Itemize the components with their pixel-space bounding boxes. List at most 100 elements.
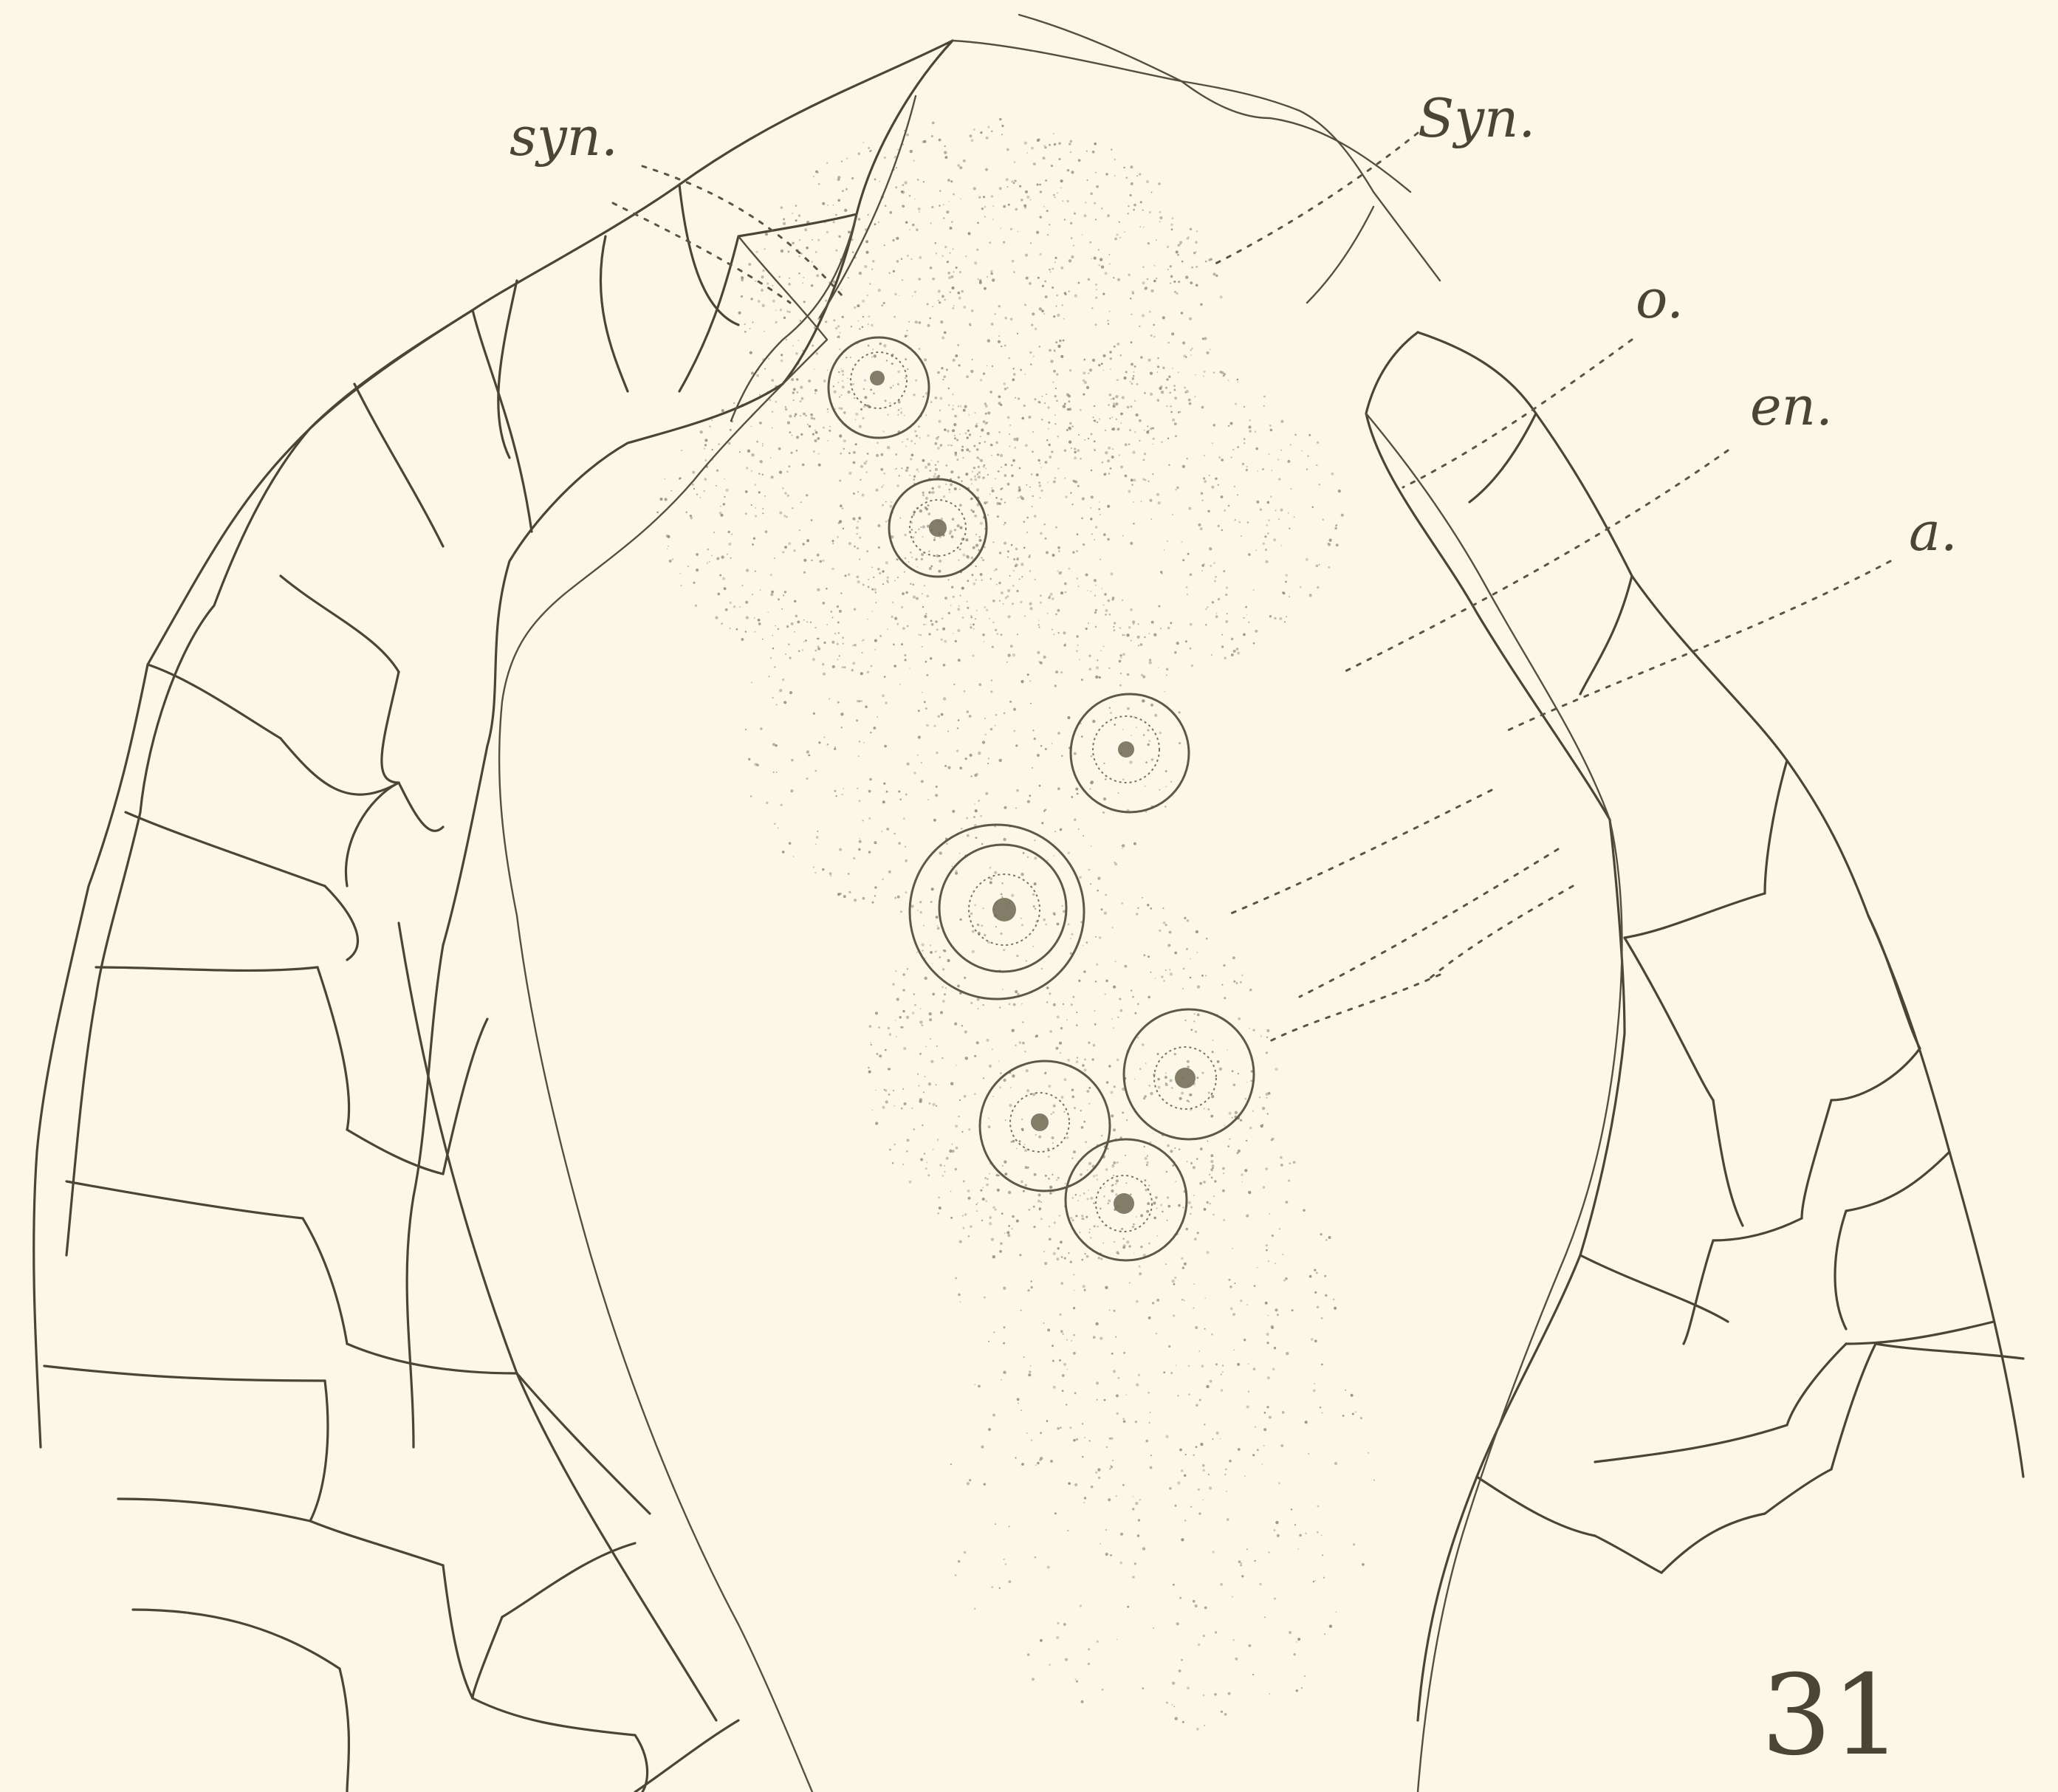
stipple-dot (1198, 523, 1201, 526)
stipple-dot (997, 633, 999, 635)
stipple-dot (984, 422, 987, 425)
stipple-dot (1040, 745, 1043, 747)
stipple-dot (1234, 486, 1235, 487)
stipple-dot (1221, 495, 1224, 498)
stipple-dot (902, 989, 905, 991)
stipple-dot (1226, 586, 1228, 588)
stipple-dot (1111, 1189, 1114, 1192)
stipple-dot (888, 871, 891, 873)
stipple-dot (1112, 397, 1114, 399)
stipple-dot (1252, 1674, 1254, 1675)
stipple-dot (906, 1016, 909, 1019)
stipple-dot (1135, 1012, 1137, 1015)
stipple-dot (815, 251, 817, 253)
stipple-dot (1249, 1644, 1252, 1647)
stipple-dot (1012, 1215, 1015, 1218)
stipple-dot (1029, 607, 1032, 610)
stipple-dot (1144, 287, 1147, 290)
stipple-dot (985, 168, 988, 171)
stipple-dot (1115, 1183, 1117, 1185)
stipple-dot (1095, 172, 1097, 174)
stipple-dot (842, 374, 844, 376)
stipple-dot (1052, 1136, 1054, 1139)
stipple-dot (1004, 524, 1005, 526)
stipple-dot (772, 697, 773, 698)
stipple-dot (943, 664, 946, 667)
stipple-dot (1240, 1564, 1242, 1566)
stipple-dot (1260, 509, 1262, 511)
stipple-dot (768, 358, 769, 360)
stipple-dot (1103, 797, 1106, 800)
stipple-dot (1020, 601, 1022, 603)
stipple-dot (957, 727, 959, 729)
stipple-dot (1275, 1068, 1278, 1071)
stipple-dot (791, 759, 793, 761)
stipple-dot (833, 221, 835, 223)
stipple-dot (1111, 1438, 1113, 1440)
stipple-dot (1177, 244, 1180, 247)
stipple-dot (1032, 312, 1035, 315)
stipple-dot (987, 1178, 989, 1181)
stipple-dot (1268, 519, 1270, 521)
stipple-dot (1334, 1462, 1337, 1465)
stipple-dot (1032, 451, 1034, 453)
stipple-dot (1082, 1064, 1084, 1066)
stipple-dot (1049, 349, 1052, 352)
stipple-dot (693, 582, 695, 584)
stipple-dot (848, 891, 851, 893)
stipple-dot (1115, 402, 1118, 405)
stipple-dot (887, 577, 889, 579)
stipple-dot (960, 405, 961, 406)
stipple-dot (806, 494, 808, 496)
stipple-dot (1027, 856, 1029, 858)
stipple-dot (840, 592, 842, 594)
stipple-dot (1095, 609, 1097, 611)
stipple-dot (1212, 601, 1214, 603)
stipple-dot (1170, 283, 1171, 284)
stipple-dot (1191, 267, 1193, 269)
stipple-dot (1222, 1167, 1225, 1170)
stipple-dot (1323, 519, 1325, 521)
stipple-dot (868, 851, 871, 853)
stipple-dot (1001, 591, 1004, 594)
stipple-dot (1055, 614, 1057, 616)
stipple-dot (1139, 1266, 1141, 1268)
stipple-dot (1221, 371, 1224, 374)
stipple-dot (1062, 304, 1063, 306)
stipple-dot (902, 184, 905, 186)
stipple-dot (933, 539, 936, 541)
stipple-dot (798, 255, 800, 257)
stipple-dot (977, 278, 979, 281)
stipple-dot (816, 836, 819, 839)
stipple-dot (840, 893, 842, 895)
stipple-dot (1064, 1078, 1067, 1081)
stipple-dot (860, 838, 861, 840)
stipple-dot (914, 443, 916, 444)
stipple-dot (784, 492, 786, 494)
stipple-dot (1142, 897, 1143, 899)
stipple-dot (1021, 680, 1023, 683)
stipple-dot (972, 471, 973, 473)
stipple-dot (1046, 439, 1048, 441)
stipple-dot (765, 530, 768, 533)
stipple-dot (1150, 289, 1153, 292)
stipple-dot (1081, 1215, 1083, 1217)
stipple-dot (1274, 1529, 1276, 1531)
stipple-dot (741, 276, 744, 279)
stipple-dot (834, 633, 837, 635)
stipple-dot (1105, 1187, 1106, 1188)
stipple-dot (820, 560, 823, 563)
stipple-dot (1117, 343, 1119, 346)
stipple-dot (1004, 382, 1006, 385)
stipple-dot (1134, 1562, 1136, 1565)
stipple-dot (999, 600, 1001, 602)
stipple-dot (859, 537, 861, 539)
stipple-dot (976, 249, 978, 251)
stipple-dot (1131, 735, 1132, 736)
stipple-dot (786, 310, 789, 312)
stipple-dot (953, 394, 954, 395)
stipple-dot (968, 1235, 970, 1237)
stipple-dot (1054, 1512, 1057, 1514)
stipple-dot (1316, 1272, 1318, 1274)
stipple-dot (1296, 1641, 1297, 1643)
